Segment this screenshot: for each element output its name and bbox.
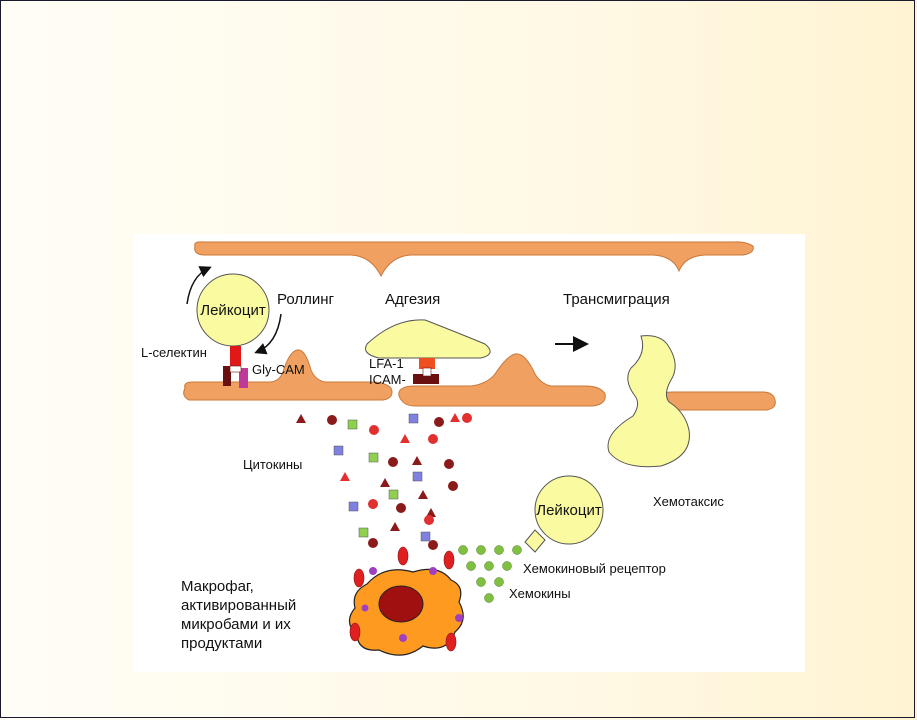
gly-cam-molecule [239, 368, 248, 388]
icam-label: ICAM- [369, 372, 406, 387]
chemokine-cluster [458, 545, 522, 603]
l-selectin-base [223, 366, 231, 386]
l-selectin-label: L-селектин [141, 345, 207, 360]
cytokine-cluster [296, 413, 472, 550]
chemotaxis-label: Хемотаксис [653, 494, 724, 509]
gly-cam-label: Gly-CAM [252, 362, 305, 377]
macrophage-receptors [349, 546, 457, 652]
lfa1-molecule [419, 358, 435, 369]
adhesion-label: Адгезия [385, 291, 440, 308]
top-endothelium [194, 241, 754, 278]
macrophage-label-1: Макрофаг, [181, 578, 254, 595]
diagram-panel: Лейкоцит Роллинг L-селектин Gly-CAM Адге… [133, 234, 805, 672]
macrophage-granules [361, 567, 463, 642]
rolling-label: Роллинг [277, 291, 335, 308]
rotation-arrow-bottom [254, 313, 282, 355]
l-selectin-molecule [230, 346, 241, 368]
chemokines-label: Хемокины [509, 586, 571, 601]
chemokine-receptor [524, 529, 546, 553]
macrophage-nucleus [378, 585, 424, 623]
cytokines-label: Цитокины [243, 457, 302, 472]
transmigrating-leukocyte [607, 335, 690, 468]
rotation-arrow-top [186, 266, 212, 305]
bottom-endothelium-left [183, 349, 393, 401]
transmigration-label: Трансмиграция [563, 291, 670, 308]
lfa1-label: LFA-1 [369, 356, 404, 371]
icam-stem [422, 367, 432, 377]
chemotaxis-leukocyte [534, 475, 604, 545]
gly-cam-bar [229, 365, 242, 373]
macrophage-label-4: продуктами [181, 635, 262, 652]
macrophage-label-3: микробами и их [181, 616, 291, 633]
chemokine-receptor-label: Хемокиновый рецептор [523, 561, 666, 576]
rolling-leukocyte-label: Лейкоцит [200, 302, 266, 319]
icam-molecule [413, 374, 439, 384]
bottom-endothelium-middle [398, 353, 606, 407]
inflammation-diagram: Лейкоцит Роллинг L-селектин Gly-CAM Адге… [141, 241, 776, 656]
macrophage-label-2: активированный [181, 597, 296, 614]
chemotaxis-leukocyte-label: Лейкоцит [536, 502, 602, 519]
adhering-leukocyte [365, 319, 491, 359]
